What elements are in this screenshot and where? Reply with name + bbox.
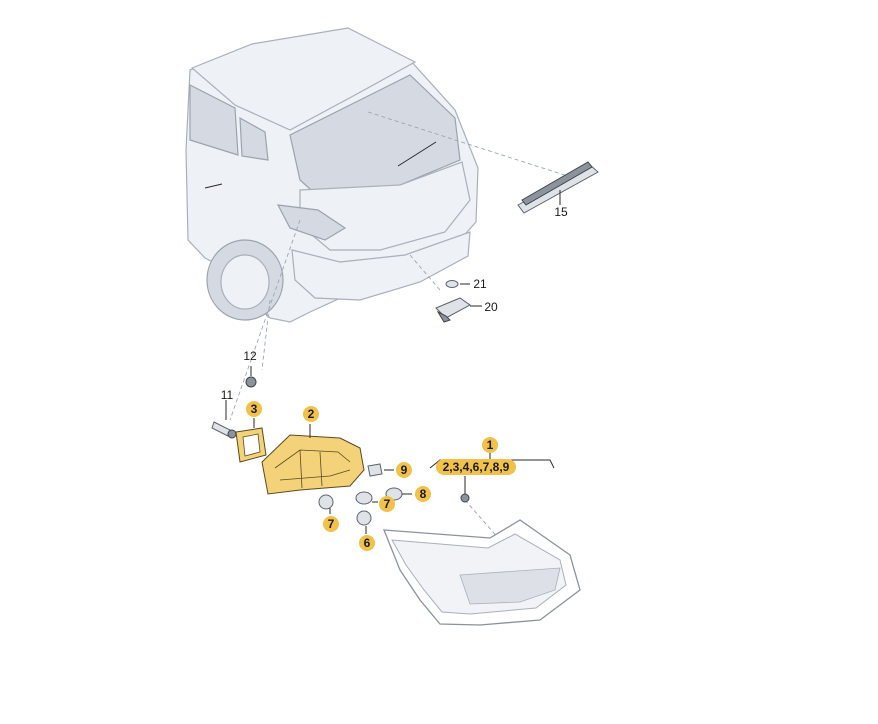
dashed-leader-lines [229,111,581,541]
part-7-bulb-left [318,494,334,514]
svg-text:7: 7 [328,517,335,531]
label-12: 12 [243,349,257,363]
part-21-clip [445,280,470,288]
part-3-gasket [235,418,267,463]
label-6: 6 [359,535,375,551]
bulbs [318,463,412,534]
svg-text:1: 1 [487,438,494,452]
part-1-tail-light-assembly [383,450,581,626]
car-rear-illustration [185,27,479,323]
callout-labels: 1 2,3,4,6,7,8,9 2 3 6 7 7 8 [221,205,568,551]
svg-text:6: 6 [364,536,371,550]
label-9: 9 [396,462,412,478]
label-1: 1 [482,437,498,453]
part-12-nut [245,366,257,388]
part-2-bulb-carrier [261,424,365,495]
part-15-high-mount-brake-light [517,161,599,214]
label-7-left: 7 [323,516,339,532]
label-7-right: 7 [379,496,395,512]
part-6-bulb [356,510,372,534]
label-8: 8 [415,486,431,502]
label-2: 2 [303,406,319,422]
svg-text:9: 9 [401,463,408,477]
label-21: 21 [473,277,487,291]
svg-text:8: 8 [420,487,427,501]
label-20: 20 [484,300,498,314]
part-7-bulb-right [355,491,378,505]
svg-text:2,3,4,6,7,8,9: 2,3,4,6,7,8,9 [443,460,510,474]
svg-text:2: 2 [308,407,315,421]
part-9-bulb [367,463,394,477]
part-20-licence-plate-lamp [435,297,482,323]
label-11: 11 [221,388,234,402]
label-1-sub: 2,3,4,6,7,8,9 [436,459,516,475]
label-3: 3 [246,401,262,417]
svg-text:3: 3 [251,402,258,416]
part-11-bolt [211,400,237,439]
svg-text:7: 7 [384,497,391,511]
label-15: 15 [554,205,568,219]
